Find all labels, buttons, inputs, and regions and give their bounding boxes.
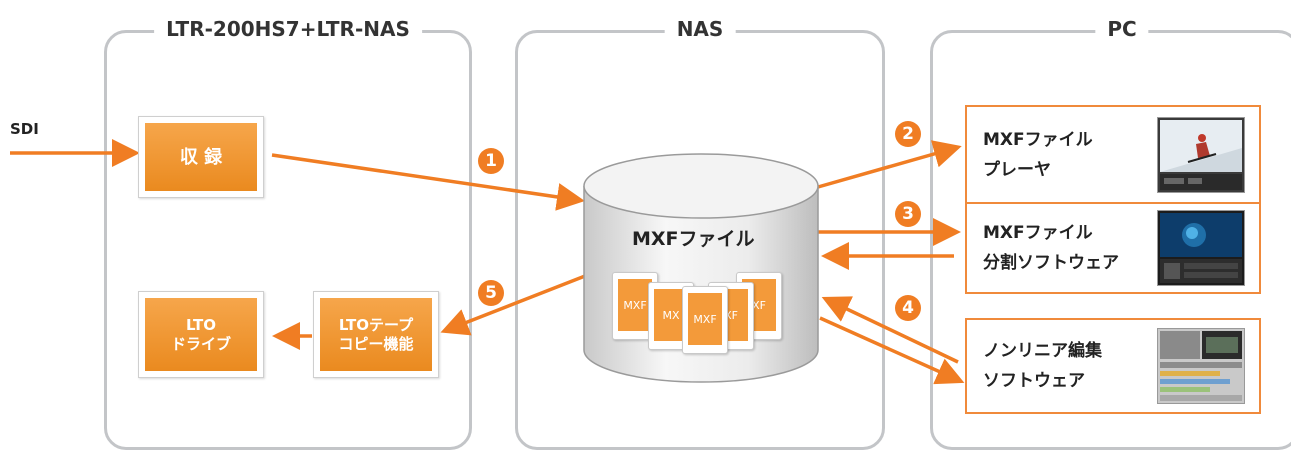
sdi-label: SDI	[10, 120, 39, 138]
step-5-badge: 5	[478, 280, 504, 306]
lto-copy-label-line1: LTOテープ	[338, 315, 414, 334]
step-1-badge: 1	[478, 148, 504, 174]
nonlinear-editor-box: ノンリニア編集 ソフトウェア	[965, 318, 1261, 414]
nas-to-editor-arrow	[819, 316, 965, 385]
lto-copy-box: LTOテープ コピー機能	[313, 291, 439, 378]
lto-drive-box: LTO ドライブ	[138, 291, 264, 378]
step-4-badge: 4	[895, 295, 921, 321]
nas-to-lto-copy-arrow	[440, 274, 586, 336]
step-3-badge: 3	[895, 201, 921, 227]
nas-panel-title: NAS	[664, 17, 736, 41]
nas-storage-cylinder	[583, 153, 819, 383]
lto-copy-label-line2: コピー機能	[338, 334, 414, 353]
mxf-player-line2: プレーヤ	[983, 160, 1051, 180]
mxf-splitter-line2: 分割ソフトウェア	[983, 253, 1119, 273]
record-box: 収 録	[138, 116, 264, 198]
mxf-splitter-line1: MXFファイル	[983, 223, 1093, 243]
lto-drive-label-line1: LTO	[185, 315, 217, 334]
nas-storage-label: MXFファイル	[632, 228, 755, 250]
mxf-splitter-box: MXFファイル 分割ソフトウェア	[965, 202, 1261, 294]
player-screenshot-thumbnail	[1157, 117, 1245, 193]
record-box-label: 収 録	[145, 123, 257, 191]
lto-drive-label-line2: ドライブ	[170, 334, 231, 353]
nonlinear-editor-line1: ノンリニア編集	[983, 341, 1102, 361]
nonlinear-editor-line2: ソフトウェア	[983, 371, 1085, 391]
editor-to-nas-arrow	[821, 296, 959, 364]
ltr-panel-title: LTR-200HS7+LTR-NAS	[154, 17, 422, 41]
splitter-screenshot-thumbnail	[1157, 210, 1245, 286]
mxf-file-icon: MXF	[682, 286, 728, 354]
step-2-badge: 2	[895, 121, 921, 147]
nas-to-player-arrow	[817, 140, 962, 189]
mxf-player-box: MXFファイル プレーヤ	[965, 105, 1261, 205]
mxf-player-line1: MXFファイル	[983, 130, 1093, 150]
editor-screenshot-thumbnail	[1157, 328, 1245, 404]
pc-panel-title: PC	[1095, 17, 1149, 41]
record-to-nas-arrow	[271, 153, 585, 211]
